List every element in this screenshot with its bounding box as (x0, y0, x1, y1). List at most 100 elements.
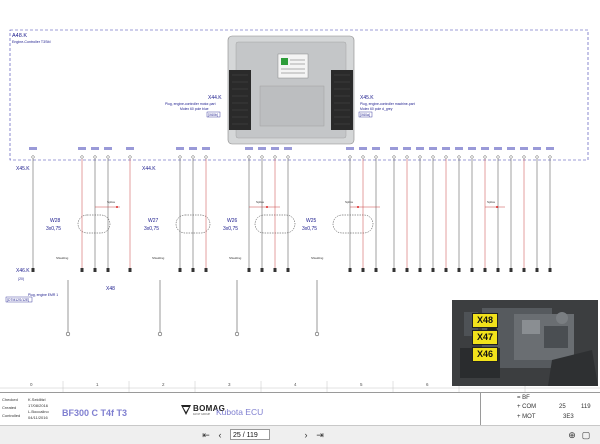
splice-label-2: Splice (256, 200, 265, 204)
page-total: 119 (581, 404, 591, 410)
wire-terminal-5 (178, 268, 182, 272)
pin-terminal-11 (286, 155, 290, 159)
wire-terminal-2 (93, 268, 97, 272)
pin-terminal-0 (31, 155, 35, 159)
pin-label-14 (372, 147, 380, 150)
right-plug-code: [X60a] (360, 113, 370, 117)
pin-label-16 (403, 147, 411, 150)
grid-col-3: 3 (228, 382, 231, 387)
x46-sub: (20) (18, 277, 24, 281)
wire-terminal-1 (80, 268, 84, 272)
wire-w25-size: 3x0,75 (302, 226, 317, 232)
pin-terminal-13 (361, 155, 365, 159)
wire-terminal-15 (392, 268, 396, 272)
prev-page-icon[interactable]: ‹ (218, 430, 222, 440)
left-plug-desc1: Plug, engine-controller motor-part (165, 102, 216, 106)
wire-terminal-25 (522, 268, 526, 272)
pin-terminal-2 (93, 155, 97, 159)
model-title: BF300 C T4f T3 (62, 408, 128, 418)
pin-terminal-15 (392, 155, 396, 159)
next-page-icon[interactable]: › (304, 430, 308, 440)
x44-bus-label: X44.K (142, 166, 156, 172)
first-page-icon[interactable]: ⇤ (202, 430, 210, 440)
pin-terminal-9 (260, 155, 264, 159)
pin-terminal-4 (128, 155, 132, 159)
wire-terminal-24 (509, 268, 513, 272)
page-number: 25 (559, 404, 566, 410)
pin-terminal-19 (444, 155, 448, 159)
pin-label-6 (189, 147, 197, 150)
frame-label: A48.K (12, 33, 27, 39)
right-plug-desc2: Molex 60 pole d_grey (360, 107, 393, 111)
shielding-label-1: Shielding (56, 256, 69, 260)
wire-terminal-18 (431, 268, 435, 272)
pin-terminal-10 (273, 155, 277, 159)
page-input[interactable]: 25 / 119 (230, 429, 270, 440)
eq-com: + COM (517, 404, 537, 410)
x46-desc: Plug, engine EMR 1 (28, 293, 58, 297)
created-label: Created (2, 405, 17, 410)
pin-label-25 (520, 147, 528, 150)
pin-terminal-6 (191, 155, 195, 159)
pin-terminal-1 (80, 155, 84, 159)
right-plug-desc1: Plug, engine-controller machine-part (360, 102, 415, 106)
wire-terminal-12 (348, 268, 352, 272)
pin-terminal-22 (483, 155, 487, 159)
pin-terminal-3 (106, 155, 110, 159)
grid-col-1: 1 (96, 382, 99, 387)
schematic-sheet: A48.K Engine-Controller T3Sfd X44.K Plug… (0, 29, 600, 392)
date1: 17/08/2016 (28, 403, 49, 408)
wire-lines (31, 159, 552, 272)
pin-label-3 (104, 147, 112, 150)
eq-mot: + MOT (517, 414, 536, 420)
name2: L.Boccalino (28, 409, 49, 414)
x45-bus-label: X45.K (16, 166, 30, 172)
pin-terminal-21 (470, 155, 474, 159)
pin-label-18 (429, 147, 437, 150)
wire-terminal-0 (31, 268, 35, 272)
wire-terminal-21 (470, 268, 474, 272)
pin-terminal-16 (405, 155, 409, 159)
fullscreen-icon[interactable]: ▢ (581, 430, 591, 440)
controlled-label: Controlled (2, 413, 21, 418)
wire-terminal-26 (535, 268, 539, 272)
pin-terminal-25 (522, 155, 526, 159)
wire-terminal-11 (286, 268, 290, 272)
last-page-icon[interactable]: ⇥ (316, 430, 324, 440)
x46-code: [DTM12S/12E] (7, 298, 29, 302)
pin-label-2 (91, 147, 99, 150)
zoom-icon[interactable]: ⊕ (568, 430, 576, 440)
wire-terminal-22 (483, 268, 487, 272)
splice-label-4: Splice (487, 200, 496, 204)
pin-label-13 (359, 147, 367, 150)
wire-terminal-16 (405, 268, 409, 272)
wire-terminal-20 (457, 268, 461, 272)
ecu-title: Kubota ECU (216, 407, 264, 417)
wire-terminal-23 (496, 268, 500, 272)
bomag-logo: BOMAG FAYAT GROUP (178, 401, 225, 419)
grid-col-5: 5 (360, 382, 363, 387)
callout-x47: X47 (472, 330, 498, 345)
pin-label-4 (126, 147, 134, 150)
wire-terminal-17 (418, 268, 422, 272)
grid-col-4: 4 (294, 382, 297, 387)
wire-terminal-27 (548, 268, 552, 272)
checked-label: Checked (2, 397, 18, 402)
pin-label-26 (533, 147, 541, 150)
ecu-picture (227, 35, 355, 145)
wire-w28: W28 (50, 218, 61, 224)
wire-terminal-6 (191, 268, 195, 272)
wire-w27: W27 (148, 218, 159, 224)
shielding-label-3: Shielding (229, 256, 242, 260)
pin-label-10 (271, 147, 279, 150)
pin-terminal-18 (431, 155, 435, 159)
callout-x46: X46 (472, 347, 498, 362)
pin-terminal-23 (496, 155, 500, 159)
wire-w27-size: 3x0,75 (144, 226, 159, 232)
left-plug-desc2: Molex 60 pole blue (180, 107, 209, 111)
pin-terminal-24 (509, 155, 513, 159)
x46-label: X46.K (16, 268, 30, 274)
pin-terminal-8 (247, 155, 251, 159)
wire-w26: W26 (227, 218, 238, 224)
pin-label-23 (494, 147, 502, 150)
